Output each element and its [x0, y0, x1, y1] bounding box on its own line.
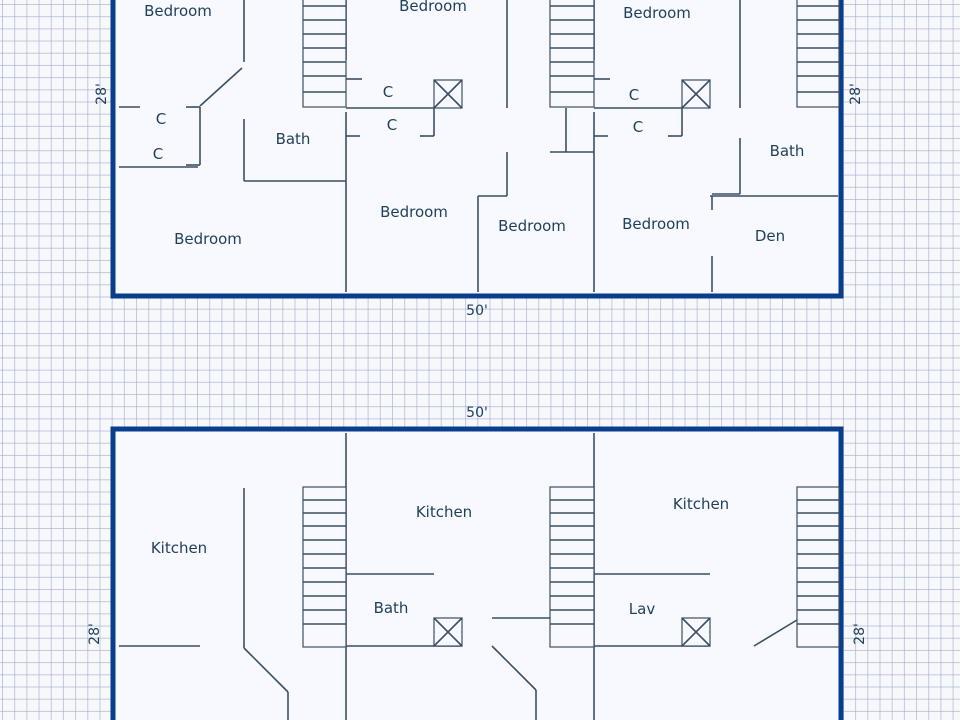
- room-label-bath-1: Bath: [276, 130, 311, 148]
- room-label-kitchen-2: Kitchen: [416, 503, 472, 521]
- lower-right-depth-dimension: 28': [852, 623, 868, 645]
- upper-left-depth-dimension: 28': [94, 83, 110, 105]
- room-label-bedroom-1: Bedroom: [144, 2, 212, 20]
- lower-chimney-1: [433, 617, 463, 647]
- staircase-icon: [549, 0, 595, 108]
- upper-floor-interior-walls: [119, 0, 838, 292]
- room-label-bedroom-3: Bedroom: [623, 4, 691, 22]
- room-label-bath: Bath: [374, 599, 409, 617]
- upper-chimney-2: [681, 79, 711, 109]
- lower-staircase-1: [302, 486, 347, 648]
- upper-room-labels: Bedroom Bedroom Bedroom Bedroom Bedroom …: [144, 0, 804, 248]
- lower-floor-area: [113, 429, 841, 720]
- lower-width-dimension: 50': [466, 405, 488, 421]
- room-label-bedroom-2: Bedroom: [399, 0, 467, 15]
- upper-staircase-1: [302, 0, 347, 108]
- staircase-icon: [302, 486, 347, 648]
- room-label-closet-4: C: [387, 116, 397, 134]
- upper-staircase-2: [549, 0, 595, 108]
- room-label-closet-2: C: [153, 145, 163, 163]
- staircase-icon: [796, 486, 840, 648]
- staircase-icon: [549, 486, 595, 648]
- lower-floor-exterior-wall: [110, 426, 844, 720]
- lower-floor-plan: Kitchen Kitchen Kitchen Bath Lav 50' 28'…: [87, 405, 868, 720]
- upper-floor-area: [113, 0, 841, 296]
- upper-floor-plan: Bedroom Bedroom Bedroom Bedroom Bedroom …: [94, 0, 864, 319]
- upper-floor-exterior-wall: [110, 0, 844, 299]
- room-label-den: Den: [755, 227, 785, 245]
- room-label-bedroom-5: Bedroom: [380, 203, 448, 221]
- room-label-bedroom-4: Bedroom: [174, 230, 242, 248]
- lower-room-labels: Kitchen Kitchen Kitchen Bath Lav: [151, 495, 729, 618]
- room-label-closet-3: C: [383, 83, 393, 101]
- room-label-kitchen-1: Kitchen: [151, 539, 207, 557]
- room-label-bedroom-6: Bedroom: [498, 217, 566, 235]
- room-label-kitchen-3: Kitchen: [673, 495, 729, 513]
- upper-staircase-3: [796, 0, 840, 108]
- lower-chimney-2: [681, 617, 711, 647]
- lower-staircase-2: [549, 486, 595, 648]
- room-label-closet-6: C: [633, 118, 643, 136]
- upper-right-depth-dimension: 28': [848, 83, 864, 105]
- upper-width-dimension: 50': [466, 303, 488, 319]
- lower-left-depth-dimension: 28': [87, 623, 103, 645]
- upper-chimney-1: [433, 79, 463, 109]
- room-label-bath-2: Bath: [770, 142, 805, 160]
- staircase-icon: [302, 0, 347, 108]
- room-label-closet-1: C: [156, 110, 166, 128]
- room-label-lav: Lav: [629, 600, 656, 618]
- lower-staircase-3: [796, 486, 840, 648]
- room-label-bedroom-7: Bedroom: [622, 215, 690, 233]
- staircase-icon: [796, 0, 840, 108]
- room-label-closet-5: C: [629, 86, 639, 104]
